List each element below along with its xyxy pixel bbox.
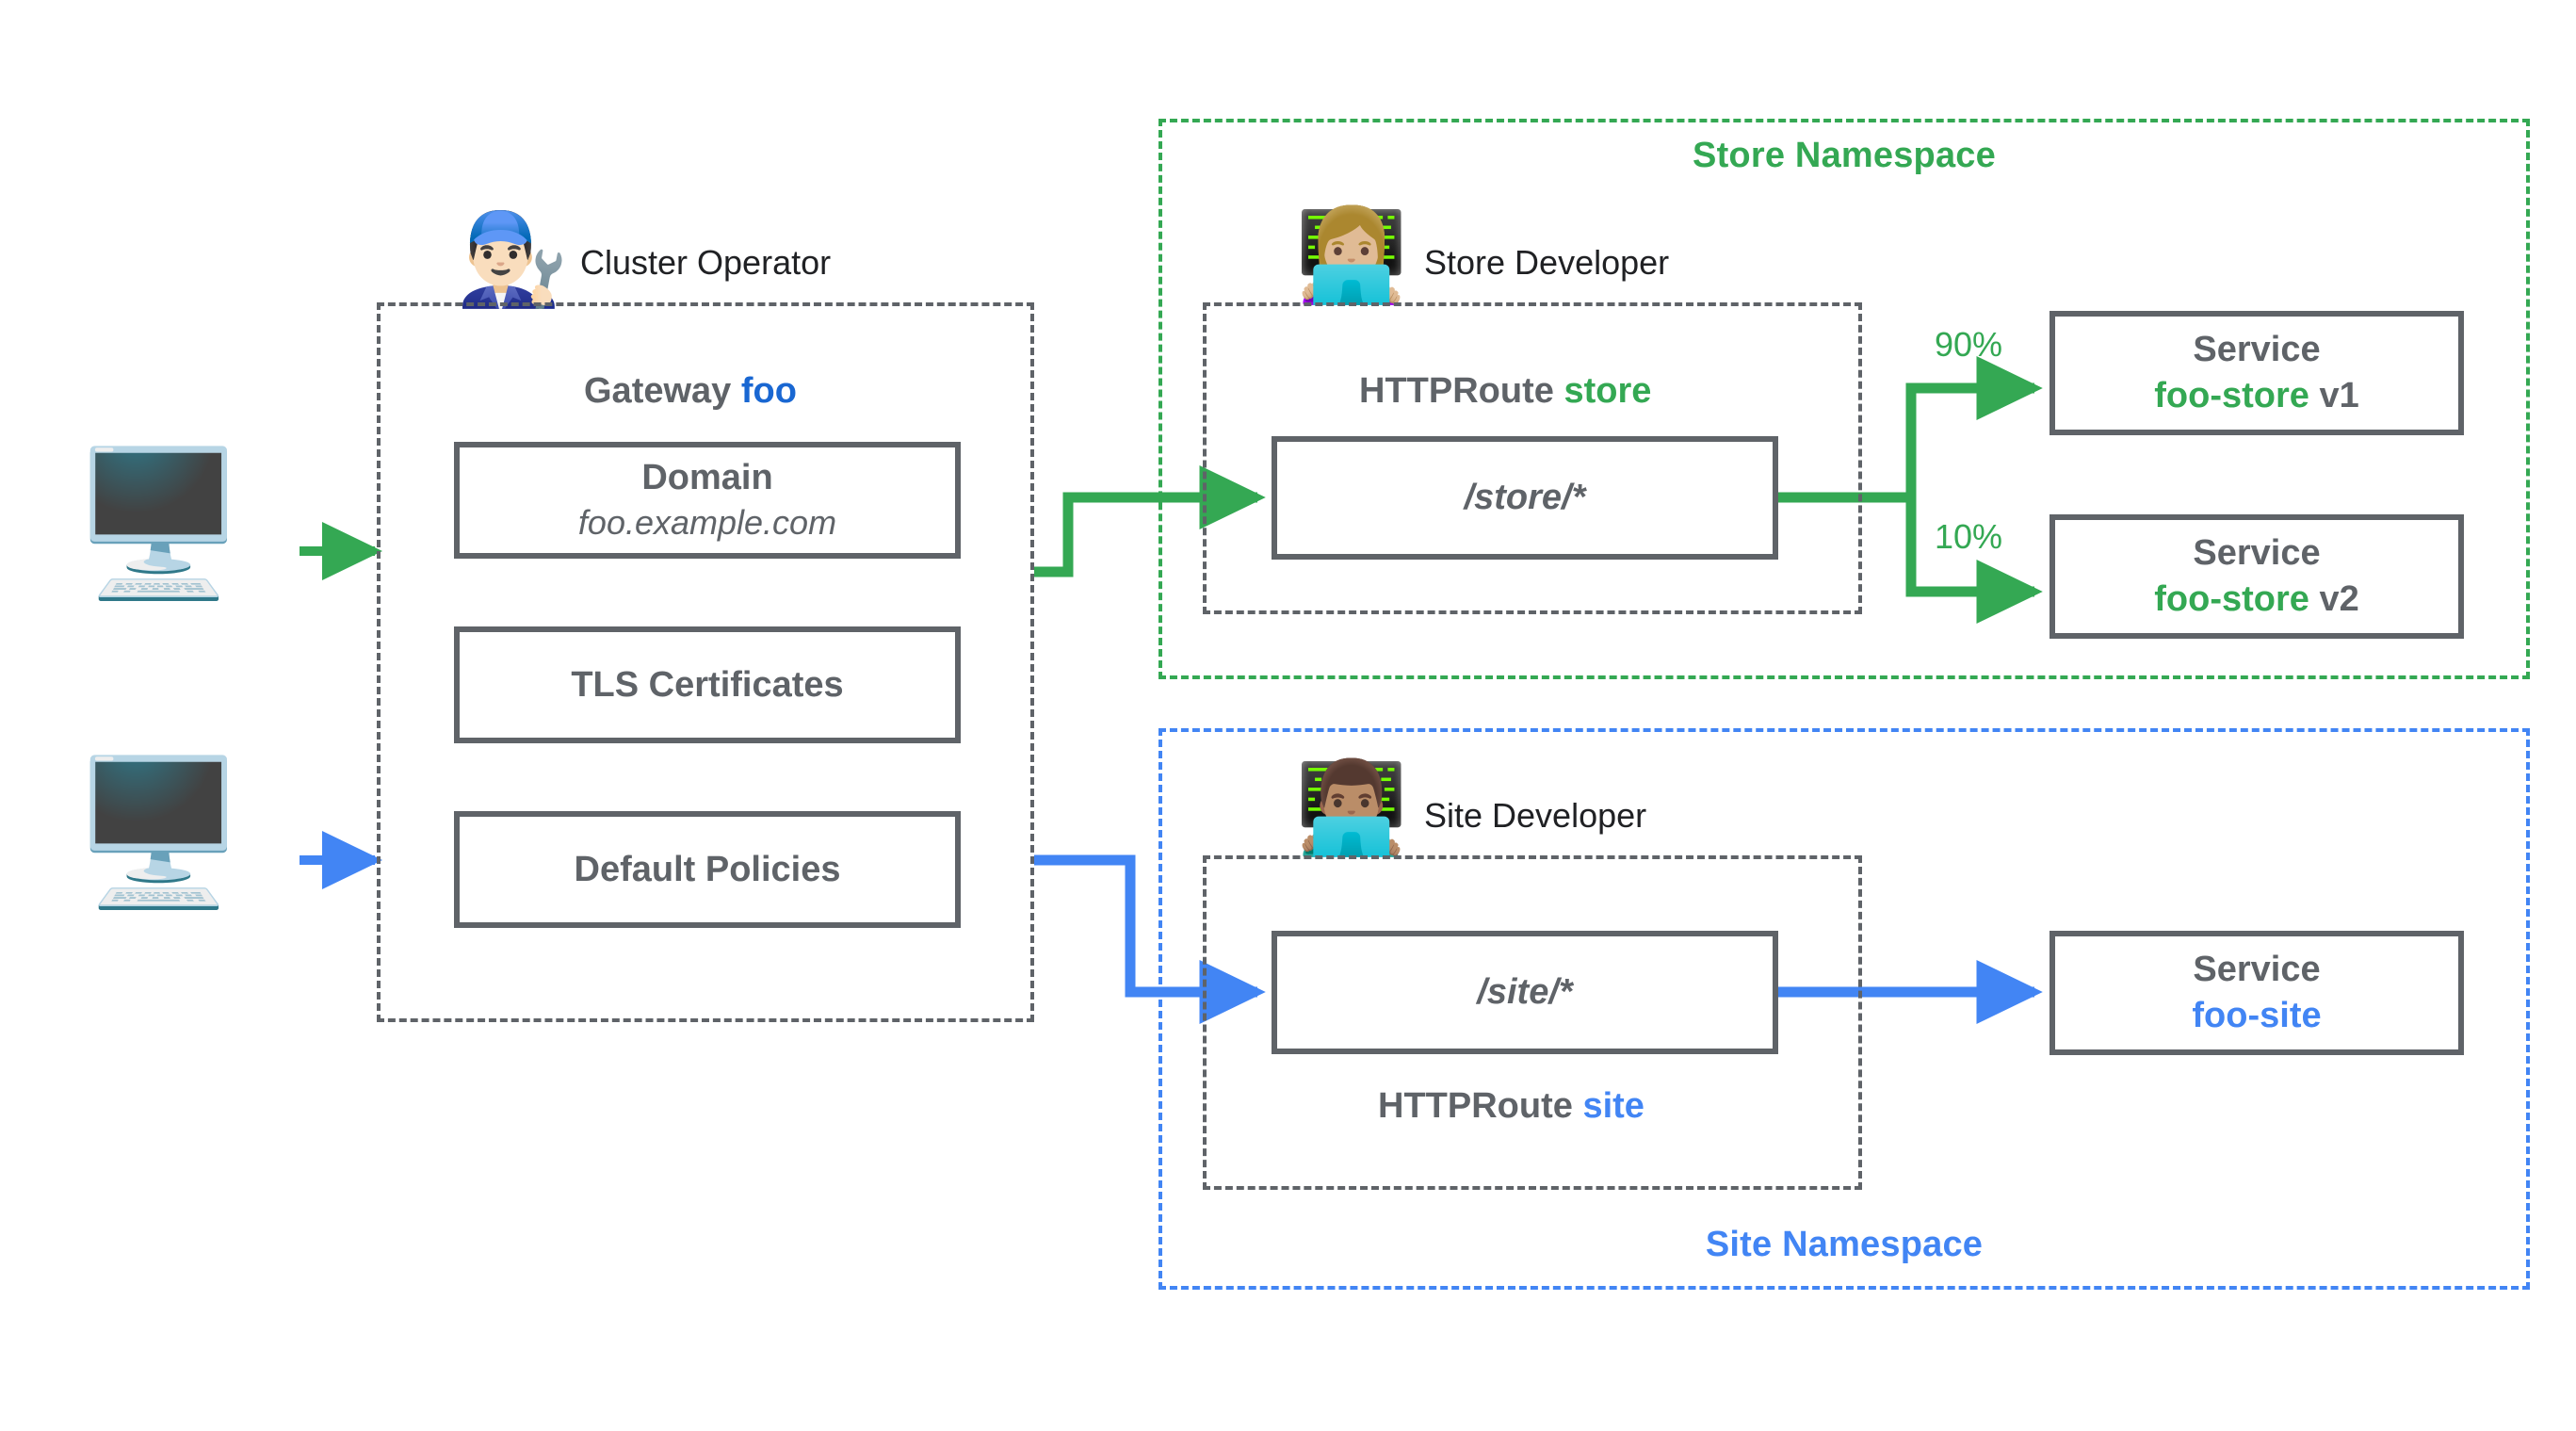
store-route-heading-name: store (1563, 371, 1652, 411)
store-developer-avatar: 👩🏼‍💻 (1295, 205, 1408, 306)
service-name: foo-store (2154, 579, 2309, 619)
store-weight-v1: 90% (1935, 325, 2003, 364)
service-name-label: foo-store v2 (2154, 578, 2359, 621)
gateway-item-default-policies[interactable]: Default Policies (454, 811, 961, 928)
site-namespace-container (1158, 728, 2530, 1290)
site-route-heading-prefix: HTTPRoute (1378, 1086, 1573, 1126)
service-name-label: foo-store v1 (2154, 375, 2359, 417)
store-namespace-label: Store Namespace (1693, 136, 1996, 175)
service-name: foo-site (2192, 996, 2322, 1035)
cluster-operator-label: Cluster Operator (580, 243, 832, 282)
gateway-heading: Gateway foo (584, 371, 797, 412)
gateway-item-subtitle: foo.example.com (577, 503, 837, 543)
gateway-group (377, 302, 1034, 1022)
service-version: v1 (2319, 376, 2359, 415)
site-route-heading-name: site (1582, 1086, 1644, 1126)
gateway-item-domain[interactable]: Domain foo.example.com (454, 442, 961, 559)
service-version: v2 (2319, 579, 2359, 619)
gateway-heading-prefix: Gateway (584, 371, 732, 411)
gateway-item-title: TLS Certificates (571, 664, 844, 705)
gateway-heading-name: foo (740, 371, 797, 411)
site-developer-avatar: 👨🏽‍💻 (1295, 757, 1408, 858)
site-route-path-box[interactable]: /site/* (1272, 931, 1778, 1054)
store-route-path-box[interactable]: /store/* (1272, 436, 1778, 560)
gateway-item-tls-certificates[interactable]: TLS Certificates (454, 626, 961, 743)
site-httproute-group (1203, 855, 1862, 1190)
gateway-item-title: Default Policies (574, 849, 841, 889)
service-name: foo-store (2154, 376, 2309, 415)
site-namespace-label: Site Namespace (1705, 1225, 1984, 1264)
service-name-label: foo-site (2192, 995, 2321, 1037)
service-kind-label: Service (2193, 533, 2321, 574)
desktop-computer-icon: 🖥️ (71, 444, 247, 602)
service-kind-label: Service (2193, 330, 2321, 370)
store-developer-label: Store Developer (1424, 243, 1670, 282)
desktop-computer-icon: 🖥️ (71, 753, 247, 911)
store-namespace-container (1158, 119, 2530, 679)
cluster-operator-avatar: 👨🏻‍🔧 (456, 209, 569, 310)
store-route-heading-prefix: HTTPRoute (1359, 371, 1554, 411)
site-route-heading: HTTPRoute site (1378, 1086, 1644, 1127)
store-httproute-group (1203, 302, 1862, 614)
service-foo-site[interactable]: Service foo-site (2049, 931, 2464, 1055)
store-route-heading: HTTPRoute store (1359, 371, 1651, 412)
store-weight-v2: 10% (1935, 517, 2003, 556)
site-route-path: /site/* (1477, 972, 1573, 1013)
service-foo-store-v2[interactable]: Service foo-store v2 (2049, 514, 2464, 639)
store-route-path: /store/* (1464, 478, 1586, 518)
service-foo-store-v1[interactable]: Service foo-store v1 (2049, 311, 2464, 435)
site-developer-label: Site Developer (1424, 796, 1647, 835)
service-kind-label: Service (2193, 950, 2321, 990)
gateway-item-title: Domain (641, 458, 773, 498)
